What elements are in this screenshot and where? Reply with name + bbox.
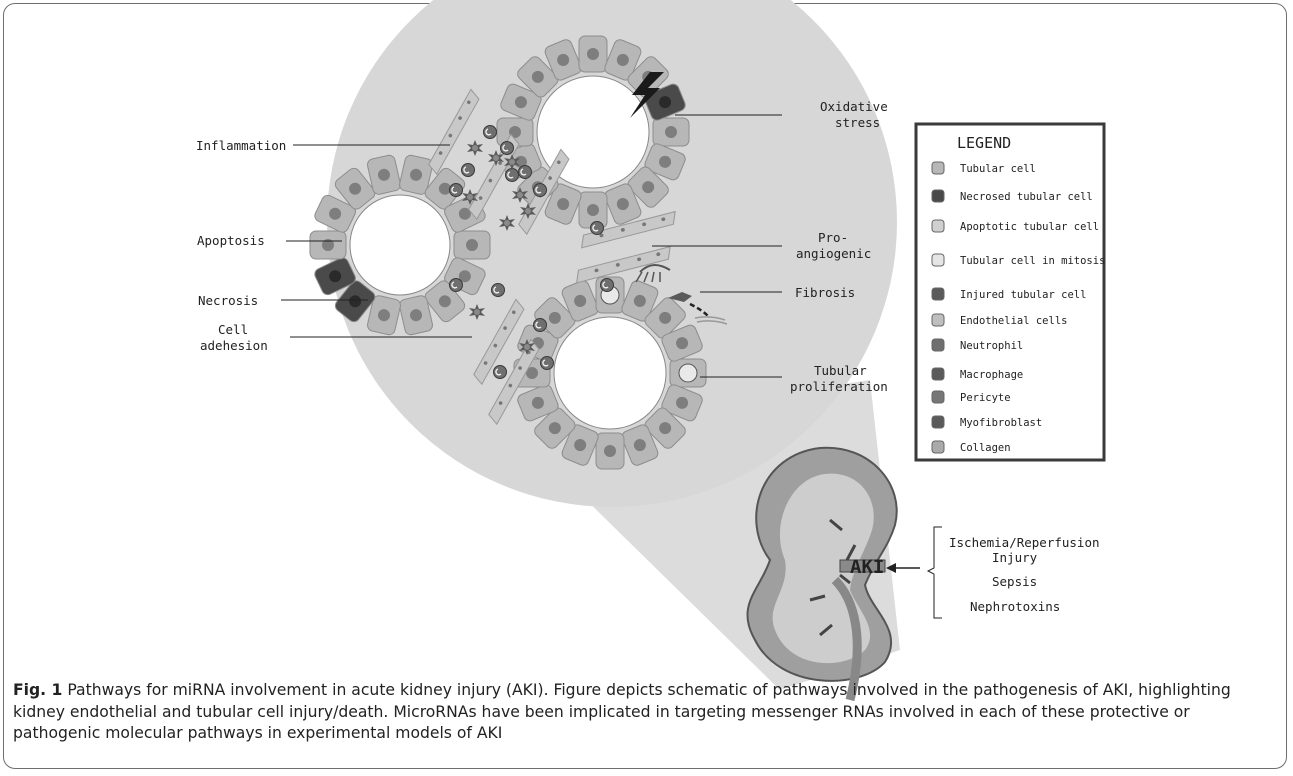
legend-label: Injured tubular cell	[960, 289, 1086, 301]
legend-label: Collagen	[960, 442, 1011, 454]
tubular-cell	[595, 432, 625, 470]
tubule-left	[309, 154, 491, 336]
tubular-cell	[500, 83, 542, 121]
collagen-icon	[931, 440, 945, 454]
legend-label: Endothelial cells	[960, 315, 1067, 327]
tubular-cell	[561, 280, 599, 322]
tubular-cell	[399, 295, 433, 336]
legend-label: Tubular cell	[960, 163, 1036, 175]
aki-cause-3: Sepsis	[992, 574, 1037, 589]
tubular-cell	[627, 166, 669, 208]
leader-lines	[281, 114, 782, 378]
tubular-cell	[424, 280, 466, 323]
tubular-cell	[517, 384, 559, 422]
macrophage-icon	[931, 367, 945, 381]
endothelial-cells-icon	[931, 313, 945, 327]
necrosed-cell-icon	[931, 189, 945, 203]
tubular-cell	[621, 280, 659, 322]
legend-label: Apoptotic tubular cell	[960, 221, 1099, 233]
tubular-cell	[367, 154, 401, 195]
tubular-cell	[644, 407, 686, 449]
aki-arrow	[886, 563, 920, 573]
caption-text: Pathways for miRNA involvement in acute …	[13, 681, 1231, 742]
lightning-bolt-icon	[630, 72, 664, 118]
tubular-cell	[399, 154, 433, 195]
tubular-cell	[314, 257, 356, 296]
tubular-cell	[424, 167, 466, 210]
tubular-cell	[644, 83, 686, 121]
aki-label: AKI	[850, 556, 884, 578]
label-oxidative-2: stress	[835, 115, 880, 130]
fibrosis-cells	[635, 264, 728, 325]
figure-caption: Fig. 1 Pathways for miRNA involvement in…	[13, 680, 1278, 745]
label-tubular-1: Tubular	[814, 363, 867, 378]
legend-label: Necrosed tubular cell	[960, 191, 1093, 203]
tubular-cell	[578, 35, 608, 73]
label-necrosis: Necrosis	[198, 293, 258, 308]
tubular-cell	[453, 230, 491, 260]
kidney-illustration	[746, 446, 898, 702]
label-inflammation: Inflammation	[196, 138, 286, 153]
label-apoptosis: Apoptosis	[197, 233, 265, 248]
myofibroblast-icon	[931, 415, 945, 429]
tubular-cell	[517, 56, 559, 98]
tubular-cell	[661, 384, 703, 422]
tubular-cell-icon	[931, 161, 945, 175]
tubular-cell	[334, 167, 376, 210]
tubular-cell	[669, 358, 707, 388]
tubule-bottom	[513, 276, 707, 470]
tubular-cell	[309, 230, 347, 260]
tubule-lumen	[349, 194, 451, 296]
mitosis-cell-icon	[931, 253, 945, 267]
legend-label: Macrophage	[960, 369, 1023, 381]
label-tubular-2: proliferation	[790, 379, 888, 394]
aki-cause-1: Ischemia/Reperfusion	[949, 535, 1100, 550]
caption-prefix: Fig. 1	[13, 681, 63, 699]
legend-label: Pericyte	[960, 392, 1011, 404]
legend-label: Tubular cell in mitosis	[960, 255, 1105, 267]
tubular-cell	[604, 183, 642, 225]
legend-label: Myofibroblast	[960, 417, 1042, 429]
pericyte-icon	[931, 390, 945, 404]
aki-bracket	[926, 526, 942, 619]
label-proangio-1: Pro-	[818, 230, 848, 245]
aki-cause-2: Injury	[992, 550, 1038, 565]
label-proangio-2: angiogenic	[796, 246, 871, 261]
tubular-cell	[604, 39, 642, 81]
label-fibrosis: Fibrosis	[795, 285, 855, 300]
tubular-cell	[652, 117, 690, 147]
tubular-cell	[644, 297, 686, 339]
magnified-tissue-circle	[327, 0, 897, 507]
label-oxidative-1: Oxidative	[820, 99, 888, 114]
apoptotic-cell-icon	[931, 219, 945, 233]
legend-label: Neutrophil	[960, 340, 1023, 352]
legend-title: LEGEND	[957, 134, 1011, 152]
injured-cell-icon	[931, 287, 945, 301]
tubular-cell	[661, 324, 703, 362]
label-adhesion-1: Cell	[218, 322, 248, 337]
tubular-cell	[544, 183, 582, 225]
tubular-cell	[334, 280, 376, 323]
tubular-cell	[367, 295, 401, 336]
tubular-cell	[544, 39, 582, 81]
tubule-top	[496, 35, 690, 229]
tubular-cell	[621, 424, 659, 466]
tubular-cell	[561, 424, 599, 466]
tubule-lumen	[553, 316, 667, 430]
label-adhesion-2: adehesion	[200, 338, 268, 353]
tubular-cell	[314, 194, 356, 233]
tubular-cell	[534, 407, 576, 449]
aki-cause-4: Nephrotoxins	[970, 599, 1060, 614]
tubular-cell	[644, 143, 686, 181]
neutrophil-icon	[931, 338, 945, 352]
